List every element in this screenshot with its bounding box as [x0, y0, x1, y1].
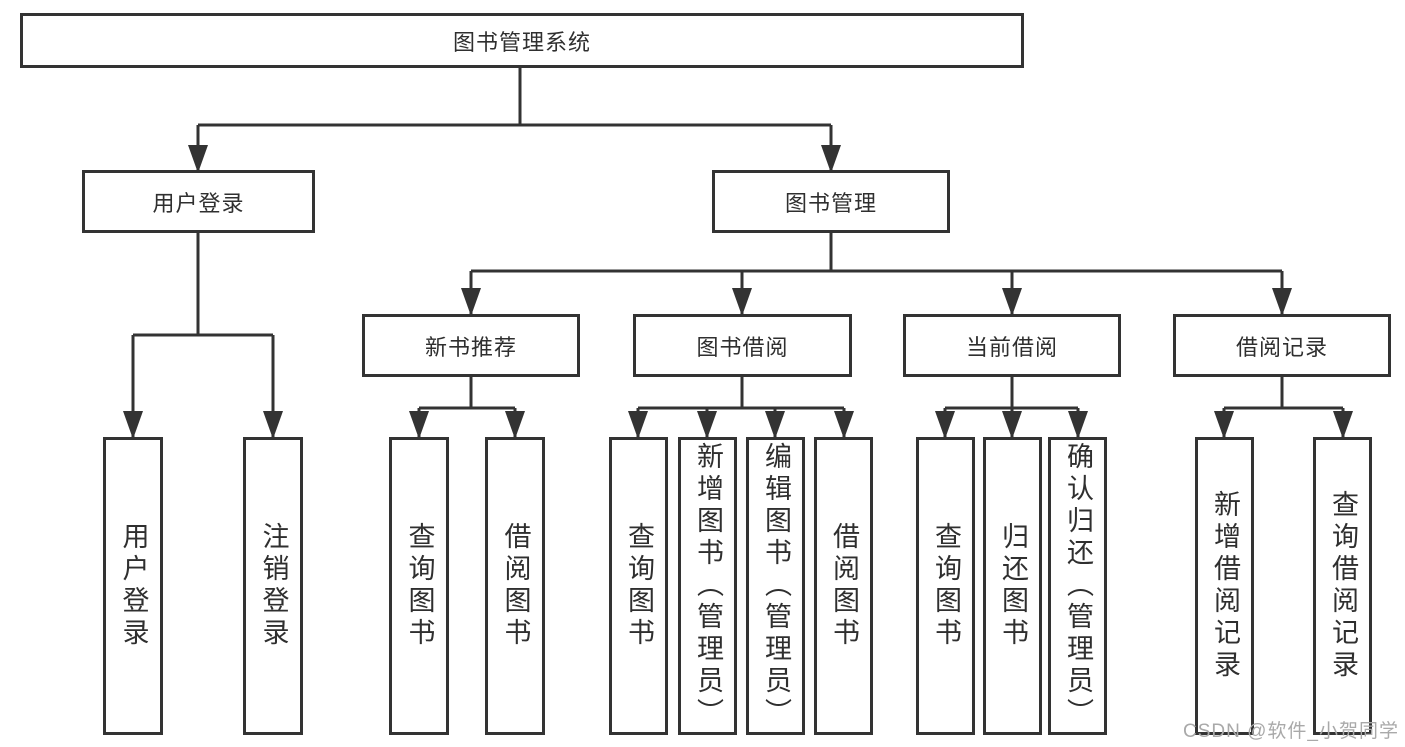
leaf-user-login: 用户登录 [103, 437, 163, 735]
leaf-add-book-admin: 新增图书（管理员） [678, 437, 737, 735]
leaf-query-books-1-label: 查询图书 [404, 522, 435, 650]
node-book-management: 图书管理 [712, 170, 950, 233]
node-borrow-records: 借阅记录 [1173, 314, 1391, 377]
leaf-query-books-2: 查询图书 [609, 437, 668, 735]
leaf-query-borrow-record: 查询借阅记录 [1313, 437, 1372, 735]
node-book-borrow-label: 图书借阅 [696, 334, 789, 360]
leaf-add-borrow-record-label: 新增借阅记录 [1210, 490, 1240, 682]
leaf-confirm-return-admin-label: 确认归还（管理员） [1063, 442, 1093, 730]
leaf-logout-label: 注销登录 [258, 522, 289, 650]
leaf-borrow-book-2: 借阅图书 [814, 437, 873, 735]
leaf-add-borrow-record: 新增借阅记录 [1195, 437, 1254, 735]
node-borrow-records-label: 借阅记录 [1235, 334, 1328, 360]
node-root-label: 图书管理系统 [452, 29, 591, 55]
leaf-edit-book-admin: 编辑图书（管理员） [746, 437, 805, 735]
node-new-book-recommend-label: 新书推荐 [424, 334, 517, 360]
leaf-logout: 注销登录 [243, 437, 303, 735]
node-user-login-label: 用户登录 [152, 190, 245, 216]
connector-path [131, 68, 1345, 437]
leaf-query-books-1: 查询图书 [389, 437, 449, 735]
leaf-query-books-3-label: 查询图书 [931, 522, 961, 650]
arrowhead-icons [123, 145, 1353, 439]
node-book-management-label: 图书管理 [784, 190, 877, 216]
leaf-return-book: 归还图书 [983, 437, 1042, 735]
node-current-borrow: 当前借阅 [903, 314, 1121, 377]
node-book-borrow: 图书借阅 [633, 314, 852, 377]
leaf-edit-book-admin-label: 编辑图书（管理员） [761, 442, 791, 730]
leaf-query-books-2-label: 查询图书 [624, 522, 654, 650]
leaf-query-books-3: 查询图书 [916, 437, 975, 735]
leaf-borrow-book-1-label: 借阅图书 [500, 522, 531, 650]
node-user-login: 用户登录 [82, 170, 315, 233]
node-new-book-recommend: 新书推荐 [362, 314, 580, 377]
leaf-borrow-book-1: 借阅图书 [485, 437, 545, 735]
watermark: CSDN @软件_小贺同学 [1183, 721, 1399, 742]
leaf-confirm-return-admin: 确认归还（管理员） [1048, 437, 1107, 735]
leaf-query-borrow-record-label: 查询借阅记录 [1328, 490, 1358, 682]
leaf-borrow-book-2-label: 借阅图书 [829, 522, 859, 650]
node-current-borrow-label: 当前借阅 [965, 334, 1058, 360]
leaf-return-book-label: 归还图书 [998, 522, 1028, 650]
leaf-add-book-admin-label: 新增图书（管理员） [693, 442, 723, 730]
leaf-user-login-label: 用户登录 [118, 522, 149, 650]
node-root: 图书管理系统 [20, 13, 1024, 68]
